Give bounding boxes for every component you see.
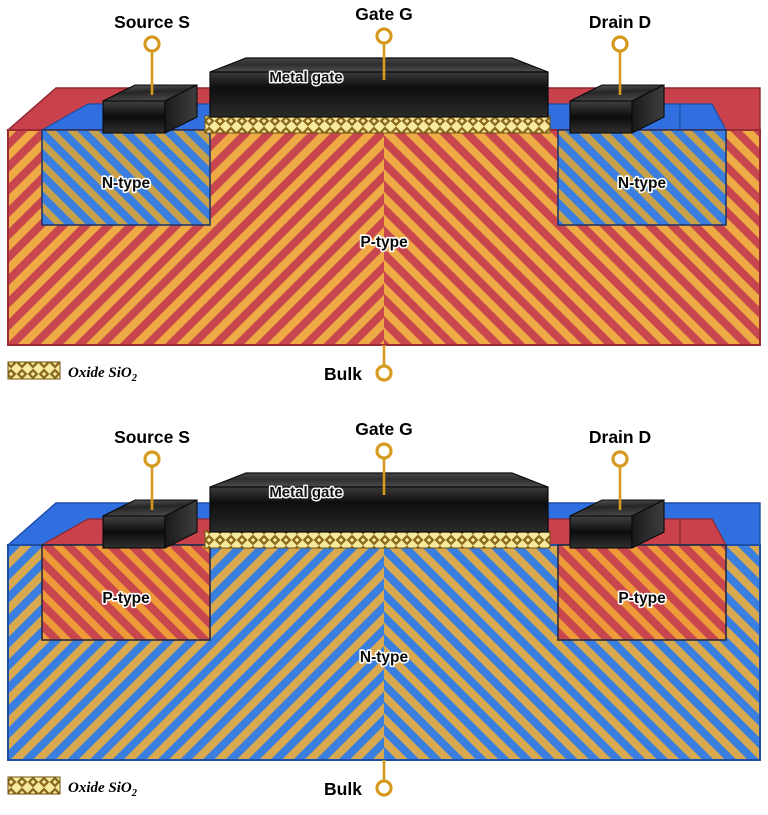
legend-oxide: Oxide SiO2 bbox=[7, 361, 138, 384]
well-right-label: P-type bbox=[618, 590, 666, 607]
drain-terminal-label: Drain D bbox=[589, 12, 651, 32]
source-terminal-label: Source S bbox=[114, 12, 190, 32]
source-terminal[interactable] bbox=[143, 35, 161, 95]
legend-oxide-label: Oxide SiO2 bbox=[68, 780, 138, 799]
source-terminal-label: Source S bbox=[114, 427, 190, 447]
well-left-n-type bbox=[41, 129, 211, 226]
well-left-label: P-type bbox=[102, 590, 150, 607]
source-terminal[interactable] bbox=[143, 450, 161, 510]
gate-terminal[interactable] bbox=[375, 442, 393, 495]
pmos-cross-section-figure: Metal gate P-type P-type N-type Source S… bbox=[0, 408, 768, 815]
gate-oxide-layer bbox=[204, 115, 551, 134]
substrate-label: P-type bbox=[360, 234, 408, 251]
gate-terminal[interactable] bbox=[375, 27, 393, 80]
legend-oxide: Oxide SiO2 bbox=[7, 776, 138, 799]
bulk-terminal[interactable] bbox=[375, 760, 393, 797]
drain-contact-block[interactable] bbox=[569, 499, 665, 549]
gate-terminal-label: Gate G bbox=[355, 4, 412, 24]
bulk-terminal-label: Bulk bbox=[324, 779, 362, 799]
well-left-label: N-type bbox=[102, 175, 151, 192]
source-contact-block[interactable] bbox=[102, 499, 198, 549]
metal-gate-label: Metal gate bbox=[269, 484, 342, 501]
gate-oxide-layer bbox=[204, 530, 551, 549]
bulk-terminal[interactable] bbox=[375, 345, 393, 382]
drain-terminal[interactable] bbox=[611, 450, 629, 510]
bulk-terminal-label: Bulk bbox=[324, 364, 362, 384]
substrate-label: N-type bbox=[360, 649, 409, 666]
legend-oxide-label: Oxide SiO2 bbox=[68, 365, 138, 384]
source-contact-block[interactable] bbox=[102, 84, 198, 134]
drain-terminal-label: Drain D bbox=[589, 427, 651, 447]
drain-contact-block[interactable] bbox=[569, 84, 665, 134]
well-right-label: N-type bbox=[618, 175, 667, 192]
gate-terminal-label: Gate G bbox=[355, 419, 412, 439]
metal-gate bbox=[209, 57, 549, 118]
well-right-n-type bbox=[557, 129, 727, 226]
nmos-cross-section-figure: Metal gate N-type N-type P-type Source S… bbox=[0, 0, 768, 400]
oxide-swatch-icon bbox=[7, 361, 61, 380]
well-left-p-type bbox=[41, 544, 211, 641]
metal-gate-label: Metal gate bbox=[269, 69, 342, 86]
drain-terminal[interactable] bbox=[611, 35, 629, 95]
well-right-p-type bbox=[557, 544, 727, 641]
metal-gate bbox=[209, 472, 549, 533]
oxide-swatch-icon bbox=[7, 776, 61, 795]
